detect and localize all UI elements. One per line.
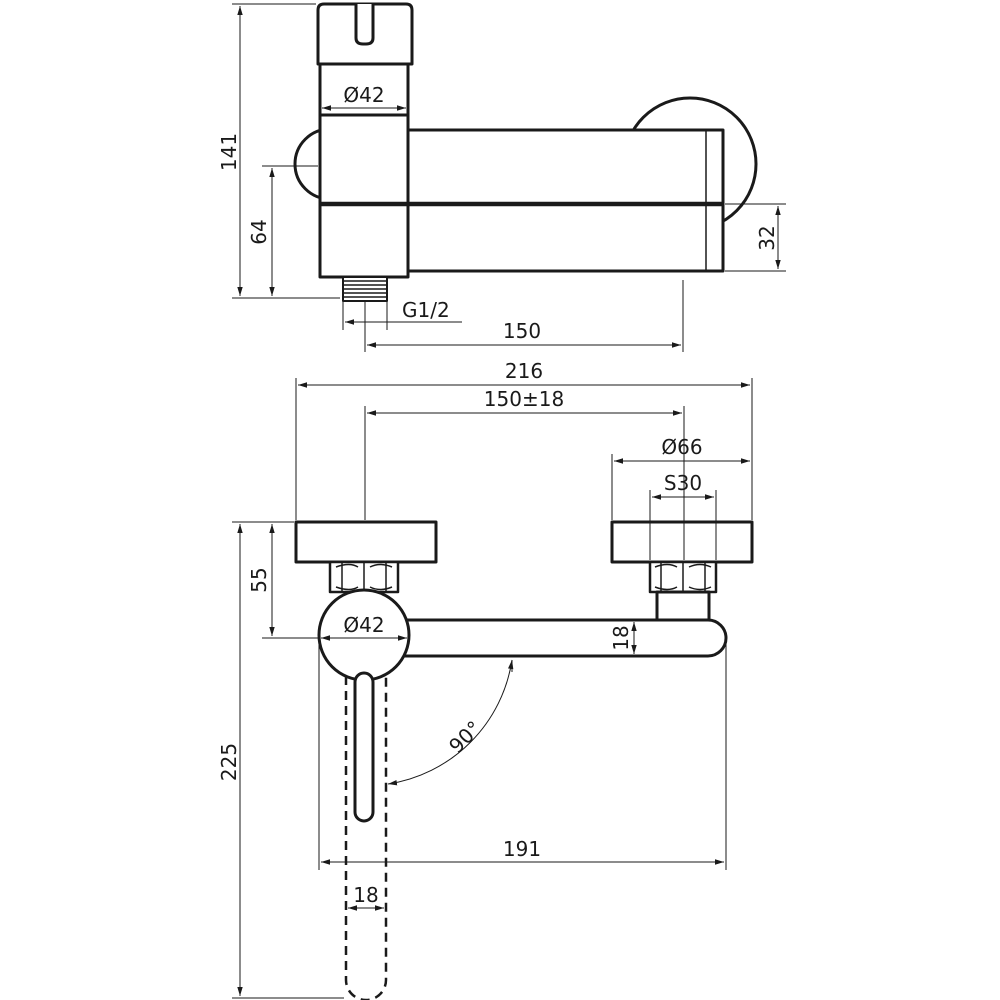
- swing-angle-arc: [387, 659, 514, 786]
- dim-flange-diameter: Ø66: [661, 435, 702, 459]
- dim-height-total: 141: [217, 133, 241, 171]
- body-cylinder: [318, 62, 410, 279]
- connector-stem-right: [655, 590, 711, 622]
- threaded-inlet: [342, 276, 388, 302]
- dim-thread: G1/2: [402, 298, 450, 322]
- dim-height-inlet: 64: [247, 219, 271, 244]
- dim-body-diameter: Ø42: [343, 613, 384, 637]
- lever: [353, 671, 375, 823]
- dim-spout-thickness: 18: [609, 625, 633, 650]
- hex-nut-left: [328, 560, 400, 594]
- dim-lever-width: 18: [353, 883, 378, 907]
- wall-flange-right: [610, 520, 754, 564]
- dim-swing-angle: 90°: [444, 716, 486, 758]
- top-view: 216 150±18 Ø66 S30 55 Ø42 18 90°: [217, 359, 754, 1000]
- dim-center-distance: 150±18: [484, 387, 564, 411]
- dim-spout-height: 32: [755, 225, 779, 250]
- lever-slot: [354, 4, 375, 46]
- dim-nut-size: S30: [664, 471, 702, 495]
- dim-diameter: Ø42: [343, 83, 384, 107]
- dim-wall-depth: 55: [247, 567, 271, 592]
- hex-nut-right: [648, 560, 718, 594]
- side-view: 141 64 Ø42 32 G1/2 150: [217, 2, 786, 352]
- wall-flange-left: [294, 520, 438, 564]
- spout-arm: [398, 618, 728, 658]
- dim-spout-length: 191: [503, 837, 541, 861]
- dim-spout-reach: 150: [503, 319, 541, 343]
- spout-block: [406, 128, 725, 273]
- dim-overall-width: 216: [505, 359, 543, 383]
- dim-lever-length: 225: [217, 743, 241, 781]
